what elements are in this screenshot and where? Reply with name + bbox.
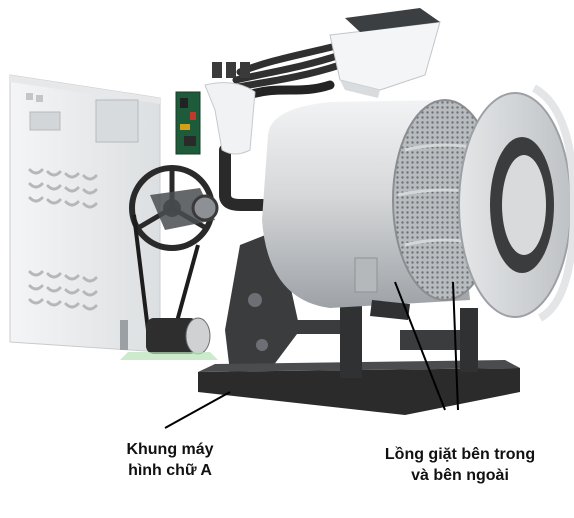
frame-label-line-1: Khung máy bbox=[126, 441, 214, 458]
drum-label-line-2: và bên ngoài bbox=[411, 467, 509, 484]
drum-label-line-1: Lồng giặt bên trong bbox=[384, 446, 536, 463]
leader-line-frame bbox=[164, 391, 231, 429]
drive-pulley bbox=[129, 165, 219, 251]
leader-lines-drum bbox=[394, 281, 459, 411]
a-frame-chassis bbox=[198, 230, 520, 415]
frame-label-line-2: hình chữ A bbox=[128, 462, 212, 479]
back-panel bbox=[9, 74, 161, 353]
water-inlet-valve bbox=[204, 62, 256, 155]
frame-label: Khung máy hình chữ A bbox=[100, 439, 240, 481]
motor bbox=[120, 317, 218, 360]
detergent-drawer bbox=[329, 8, 441, 98]
drive-belt bbox=[132, 214, 200, 331]
drum-front-ring bbox=[458, 84, 574, 322]
drum-label: Lồng giặt bên trong và bên ngoài bbox=[355, 444, 565, 486]
control-circuit-board bbox=[175, 91, 201, 155]
